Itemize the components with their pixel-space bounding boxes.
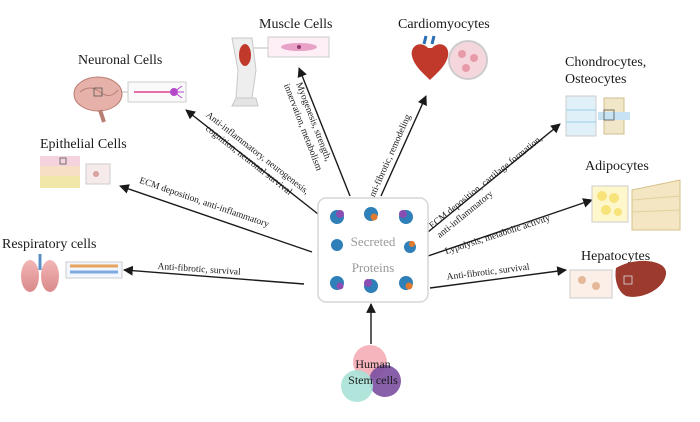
effect-neuronal-line2: cognition, neuronal survival: [203, 124, 294, 198]
skin-layers-icon: [40, 156, 80, 188]
arrow-to-chondro: [427, 123, 561, 233]
liver-icon: [615, 260, 667, 297]
stem-cells-cluster: Human Stem cells: [341, 345, 401, 402]
lungs-icon: [21, 254, 59, 292]
stem-label-line1: Human: [355, 357, 390, 371]
neuronal-cells-node: Neuronal Cells: [73, 53, 187, 123]
chondro-title-line1: Chondrocytes,: [565, 55, 646, 70]
effect-epithelial: ECM deposition, anti-inflammatory: [138, 175, 271, 230]
brain-icon: [73, 76, 123, 123]
stem-label-line2: Stem cells: [348, 373, 398, 387]
arrow-to-adipocytes: [427, 198, 593, 257]
arrows: [119, 67, 593, 344]
effect-hepatocytes: Anti-fibrotic, survival: [446, 262, 530, 283]
arrow-to-respiratory: [123, 265, 305, 285]
center-label-line2: Proteins: [352, 260, 395, 275]
adipocytes-title: Adipocytes: [585, 159, 649, 174]
effect-cardio: Anti-fibrotic, remodeling: [364, 113, 413, 205]
cardio-title: Cardiomyocytes: [398, 17, 490, 32]
muscle-cells-node: Muscle Cells: [231, 17, 333, 107]
joint-icon: [598, 97, 630, 135]
heart-icon: [411, 35, 449, 80]
respiratory-cells-node: Respiratory cells: [2, 237, 123, 292]
protein-icon: [331, 239, 343, 251]
effect-chondro-line1: ECM deposition, cartilage formation,: [427, 133, 544, 231]
respiratory-epithelium-image: [65, 261, 123, 279]
adipocyte-cluster-image: [591, 185, 629, 223]
hepatocytes-node: Hepatocytes: [569, 249, 667, 299]
leg-muscle-icon: [231, 37, 259, 107]
adipocytes-node: Adipocytes: [585, 159, 681, 231]
cardiomyocytes-node: Cardiomyocytes: [398, 17, 490, 80]
fat-tissue-icon: [631, 179, 681, 231]
hepatocytes-title: Hepatocytes: [581, 249, 650, 264]
cardio-tissue-image: [448, 40, 488, 80]
arrow-to-muscle: [297, 67, 351, 197]
arrow-to-hepatocytes: [429, 266, 567, 289]
stem-cell-purple: [369, 365, 401, 397]
arrow-to-epithelial: [119, 184, 313, 253]
protein-icons: [330, 207, 416, 293]
neuronal-title: Neuronal Cells: [78, 53, 162, 68]
center-label-line1: Secreted: [351, 234, 396, 249]
cartilage-image: [565, 95, 597, 137]
chondro-title-line2: Osteocytes: [565, 72, 626, 87]
arrow-to-cardio: [380, 95, 427, 197]
arrow-to-neuronal: [185, 109, 319, 215]
muscle-title: Muscle Cells: [259, 17, 333, 32]
hepatocyte-cell-image: [569, 269, 613, 299]
epithelial-title: Epithelial Cells: [40, 137, 127, 152]
effect-neuronal-line1: Anti-inflammatory, neurogenesis,: [204, 110, 312, 197]
chondrocytes-node: Chondrocytes, Osteocytes: [565, 55, 646, 137]
epithelial-cells-node: Epithelial Cells: [40, 137, 127, 188]
secreted-proteins-box: Secreted Proteins: [317, 197, 429, 303]
respiratory-title: Respiratory cells: [2, 237, 96, 252]
stem-cell-teal: [341, 370, 373, 402]
